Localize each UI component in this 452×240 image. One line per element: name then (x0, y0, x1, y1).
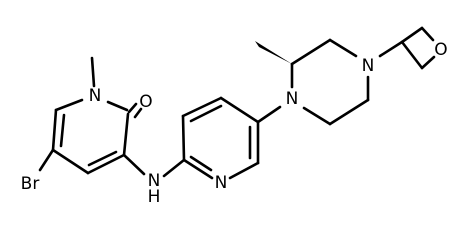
atom-label-pyridine-n: N (215, 173, 228, 193)
bond-c2-c3 (122, 112, 130, 157)
bond-c5-br (38, 148, 55, 172)
bond-oxetane-c3-c1 (400, 40, 424, 70)
bond-pyr-n-c2 (182, 158, 214, 180)
bond-pyr-c2-c3 (181, 114, 186, 162)
bond-oxetane-c2-o (420, 26, 435, 42)
bond-pyr-piperazine (256, 105, 282, 124)
atom-label-n-methyl: N (89, 86, 102, 106)
bond-nh-pyridine (162, 158, 186, 178)
bond-c4-c5 (51, 148, 90, 175)
atom-label-amine-h: H (148, 187, 161, 202)
atom-label-bromo: Br (21, 174, 40, 194)
bond-c3-c4-inner (87, 150, 118, 167)
bond-pyr-c6-n (228, 161, 260, 180)
atom-labels: N O Br N H N N N O (21, 40, 448, 202)
bond-c5-c6-inner (59, 113, 66, 148)
bond-c2-o (127, 102, 138, 114)
bond-pip-c6-n1 (302, 106, 332, 126)
bond-oxetane-c1-c2 (400, 26, 424, 44)
bond-n-c2 (106, 100, 129, 112)
bond-lines (38, 26, 436, 180)
bond-oxetane-o-c3 (420, 55, 436, 70)
bond-pyr-c4-c5 (219, 96, 260, 124)
stereo-wedge-bond (255, 41, 292, 64)
bond-pyr-n-c2-inner (189, 155, 213, 172)
chemical-structure: N O Br N H N N N O (21, 26, 448, 202)
bond-pyr-c3-c4-inner (189, 104, 223, 123)
atom-label-oxo: O (139, 92, 152, 112)
atom-label-piperazine-n4: N (362, 56, 375, 76)
bond-pip-c2-c3 (290, 38, 332, 66)
atom-label-oxetane-o: O (434, 40, 447, 60)
bond-c3-nh (122, 153, 146, 176)
bond-c2-o-second (133, 107, 143, 119)
bond-pip-c3-n4 (328, 38, 358, 58)
bond-c3-c4 (86, 153, 126, 175)
bond-pip-c5-c6 (328, 98, 370, 126)
bond-c6-n (54, 98, 84, 112)
bond-n4-oxetane (378, 40, 404, 58)
bond-pyr-c3-c4 (181, 96, 223, 118)
bond-c5-c6 (51, 108, 58, 152)
atom-label-amine-n: N (148, 171, 161, 191)
bond-methyl-n (90, 56, 96, 88)
atom-label-piperazine-n1: N (286, 89, 299, 109)
